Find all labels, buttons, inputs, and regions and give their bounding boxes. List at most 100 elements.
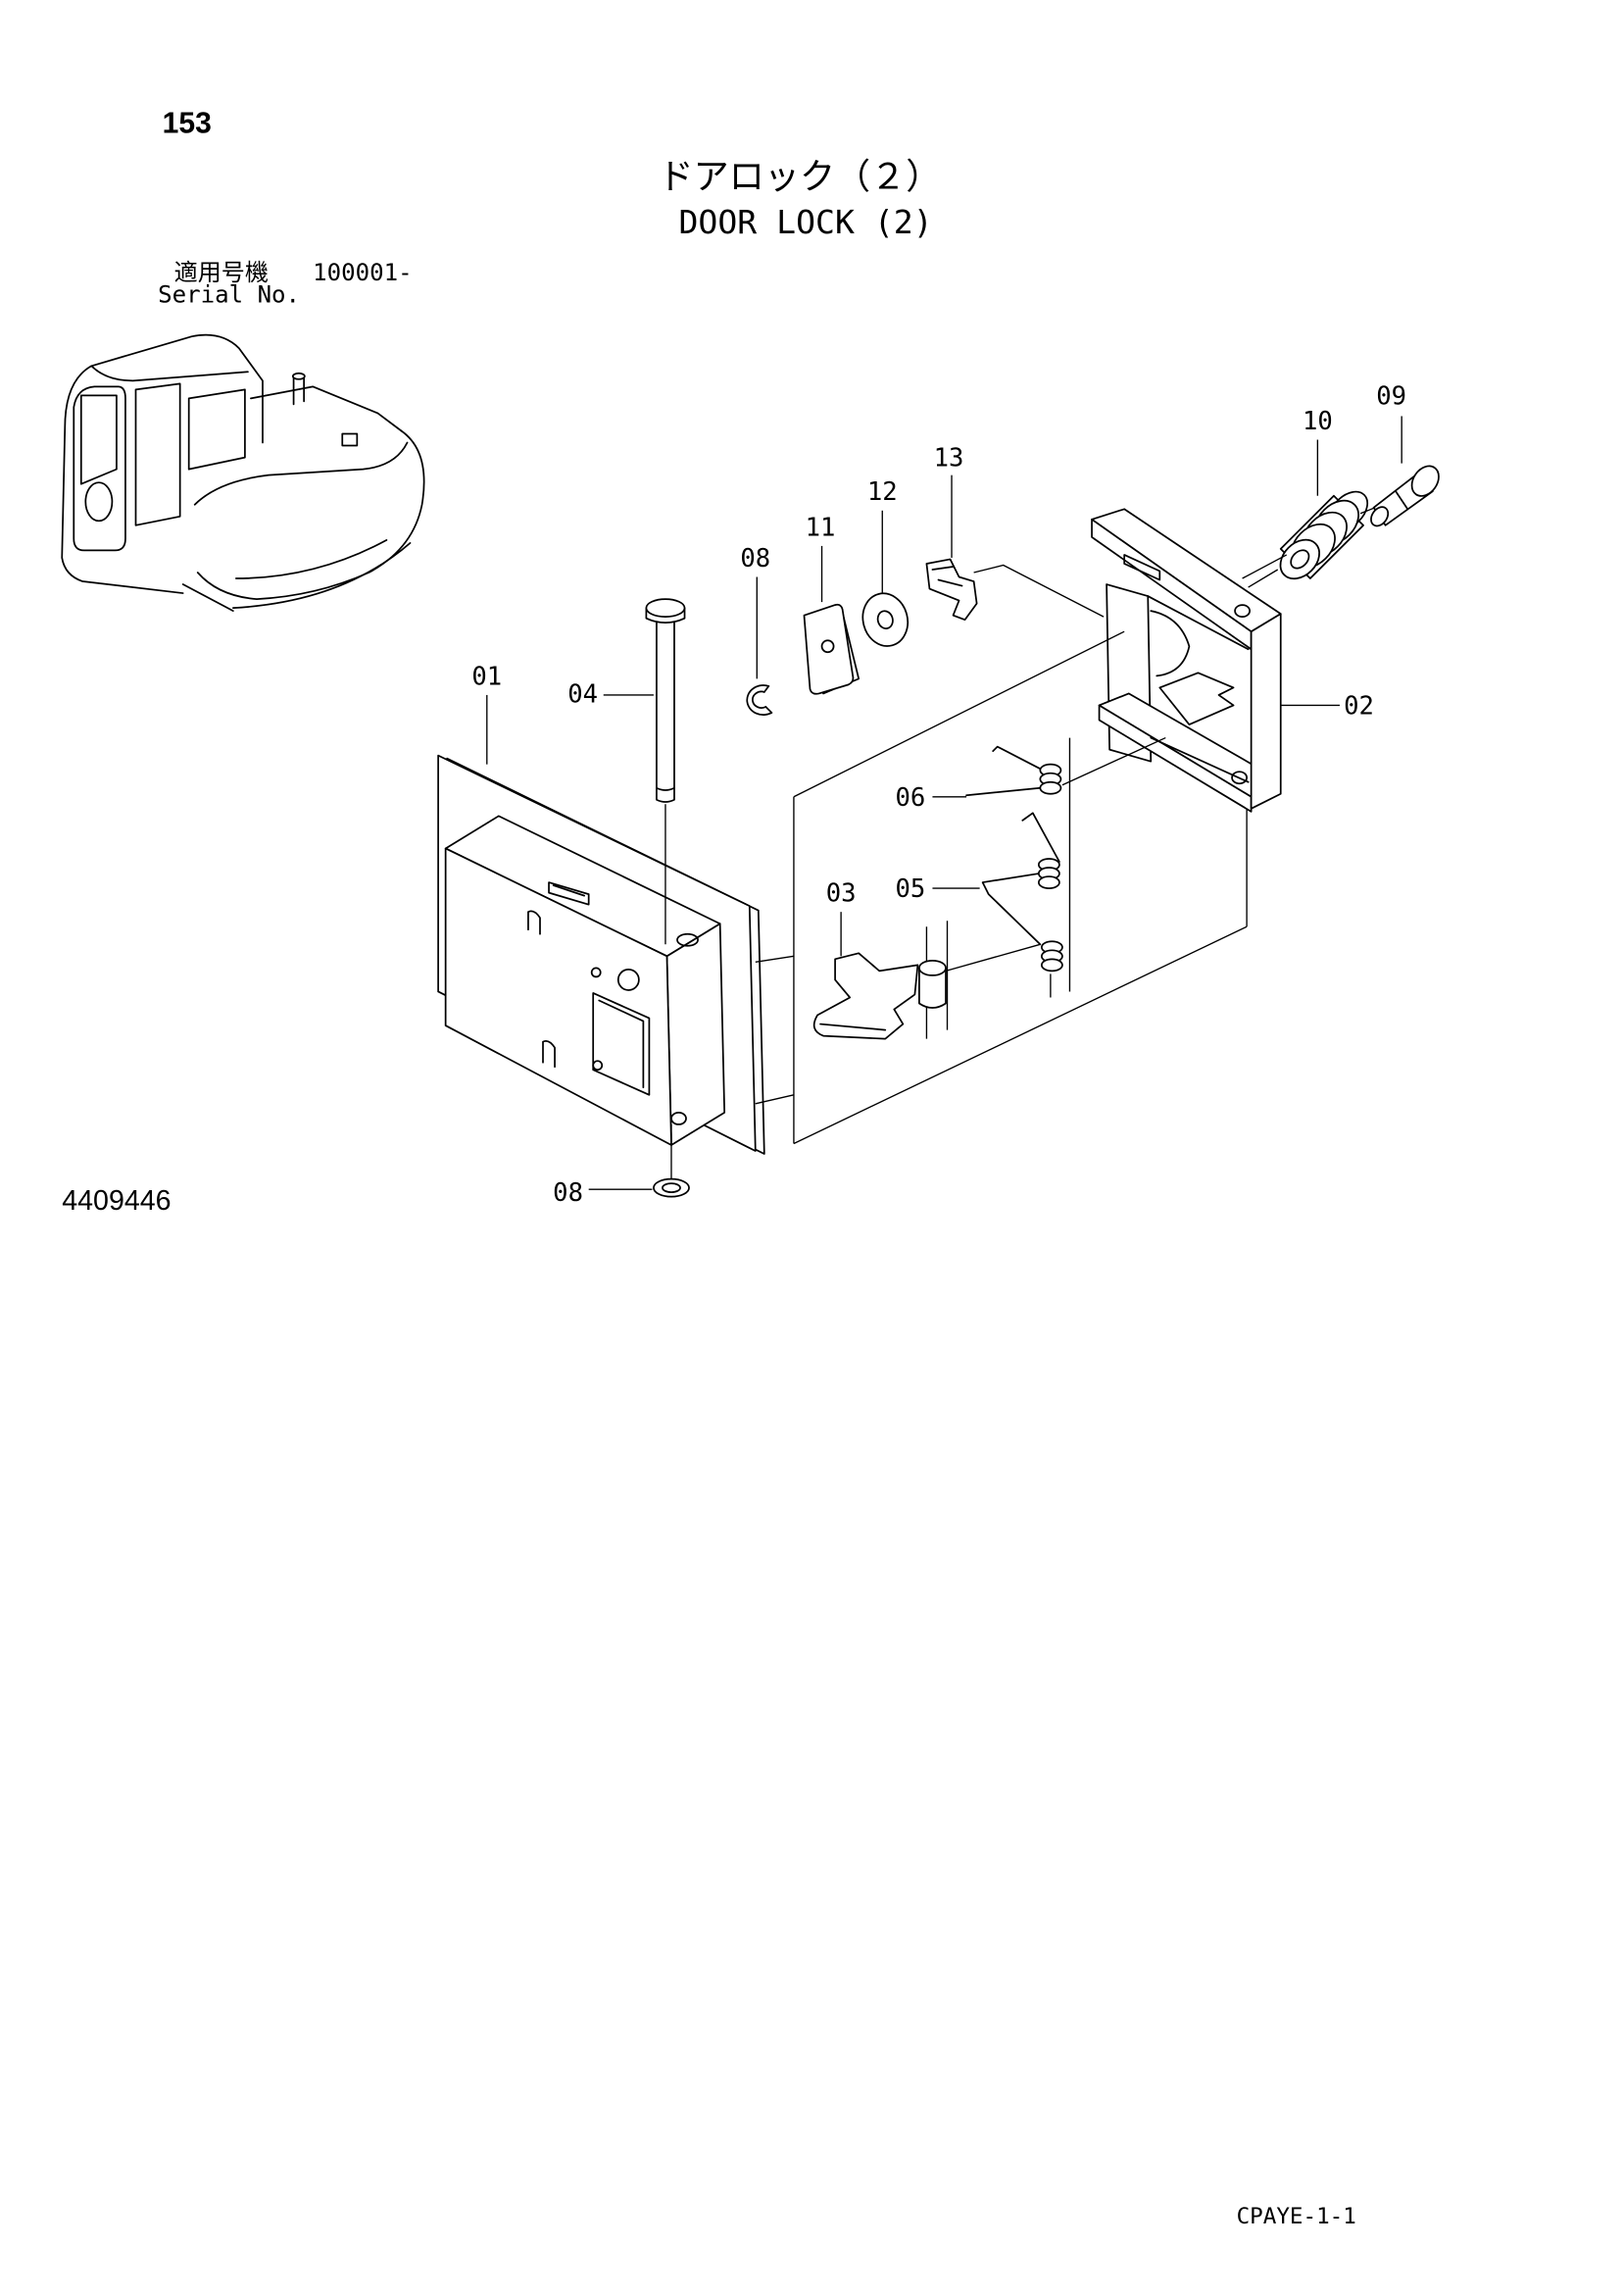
leader-lines (486, 416, 1402, 1190)
callout-labels: 09 10 13 12 11 08 01 04 02 06 05 03 08 (471, 381, 1406, 1208)
callout-02: 02 (1344, 691, 1374, 721)
ring-outer (746, 684, 773, 716)
ring-outer (653, 1177, 690, 1198)
callout-03: 03 (826, 879, 857, 909)
spring-arm-short (992, 745, 1042, 771)
machine-location-thumbnail (61, 333, 425, 612)
pin-groove (1395, 490, 1409, 511)
ring-inner (662, 1182, 681, 1194)
bracket-top-slot (1123, 554, 1161, 581)
cylinder-hole (616, 969, 640, 991)
cab-rear-window (187, 388, 246, 471)
cylinder-link (1242, 554, 1288, 588)
part-09-pin (1370, 465, 1440, 527)
pin-hole-top (676, 932, 699, 947)
small-hole (590, 967, 602, 978)
part-13-clip (925, 558, 978, 622)
ring-inner (752, 690, 767, 709)
washer-outer (861, 592, 910, 647)
callout-06: 06 (895, 783, 925, 813)
cab-outline (61, 333, 264, 594)
engine-hood-front-edge (193, 441, 409, 506)
outline-top (793, 630, 1125, 798)
callout-09: 09 (1376, 381, 1406, 411)
part-04-pin (645, 598, 686, 803)
page-number: 153 (163, 107, 212, 139)
catalog-code: CPAYE-1-1 (1237, 2204, 1356, 2229)
latch-hub-top (918, 959, 947, 976)
latch-edge (819, 1023, 887, 1031)
spring-wire-arm (981, 873, 1042, 946)
callout-01: 01 (471, 662, 502, 691)
plate-link-lower (755, 1094, 795, 1105)
lower-hole (592, 1060, 604, 1072)
part-08-ring-bottom (653, 1177, 690, 1198)
clip-fold (931, 566, 963, 587)
square-window (592, 992, 651, 1096)
spring-wire-upper (1021, 812, 1060, 863)
latch-hub (918, 967, 947, 1009)
part-03-latch (812, 921, 1041, 1040)
clip-body (925, 558, 978, 622)
part-12-washer (861, 592, 910, 647)
callout-13: 13 (934, 444, 964, 474)
plate-hole (820, 639, 835, 654)
box-right-face (665, 923, 726, 1146)
part-01-lock-plate (437, 754, 765, 1155)
cab-front-window (73, 385, 126, 552)
pin-hole-bottom (670, 1112, 687, 1125)
bracket-cutout (1150, 610, 1191, 677)
part-08-ring-top (746, 684, 773, 716)
engine-hood-top (250, 385, 403, 432)
part-05-spring (981, 812, 1063, 973)
pin-head (645, 598, 686, 619)
callout-08-bottom: 08 (553, 1178, 583, 1208)
latch-slot (548, 881, 590, 906)
callout-05: 05 (895, 874, 925, 904)
spring-arm-long (965, 786, 1042, 797)
cab-roof-edge (90, 365, 249, 382)
plate-link-upper (755, 955, 795, 964)
washer-hole (876, 610, 894, 629)
pin-shaft (656, 619, 675, 803)
body-lower-edge (181, 583, 234, 612)
spring-coil-3 (1039, 780, 1062, 795)
cab-front-glass (79, 394, 118, 485)
cab-lower-window (84, 481, 114, 523)
handrail-cap (291, 372, 306, 380)
latch-plate (812, 952, 919, 1040)
pin-groove (656, 786, 675, 791)
assembly-lines (664, 507, 1376, 1179)
hood-marker (341, 432, 359, 447)
cab-door-window (134, 382, 181, 526)
part-02-striker-bracket (1091, 508, 1282, 813)
bracket-tongue (1158, 672, 1235, 725)
clip-line (973, 564, 1105, 618)
keyhole (1290, 549, 1310, 570)
outline-bottom (793, 925, 1248, 1145)
callout-04: 04 (567, 679, 598, 709)
part-10-lock-cylinder (1279, 490, 1369, 580)
bracket-bottom-thickness (1098, 704, 1253, 813)
ring-gap (762, 685, 773, 714)
spring-coil-6 (1040, 958, 1063, 973)
pin-tip (1370, 506, 1390, 527)
spring-coil-3 (1037, 875, 1060, 889)
part-11-plate (803, 603, 861, 695)
serial-number-range: 100001- (313, 259, 412, 286)
callout-08-top: 08 (740, 544, 770, 574)
page-title-jp: ドアロック（２） (658, 156, 941, 198)
counterweight-lip (231, 539, 412, 609)
plate-face (803, 603, 855, 695)
spring-link (1061, 736, 1166, 786)
serial-label-jp: 適用号機 (174, 259, 269, 286)
cylinder-face (1279, 538, 1320, 580)
bottom-notch (542, 1040, 556, 1069)
bracket-bottom-hole (1231, 771, 1248, 785)
figure-number: 4409446 (62, 1185, 171, 1217)
callout-10: 10 (1303, 407, 1333, 436)
serial-label-en: Serial No. (158, 281, 300, 309)
bracket-inner-edge (1147, 595, 1250, 783)
